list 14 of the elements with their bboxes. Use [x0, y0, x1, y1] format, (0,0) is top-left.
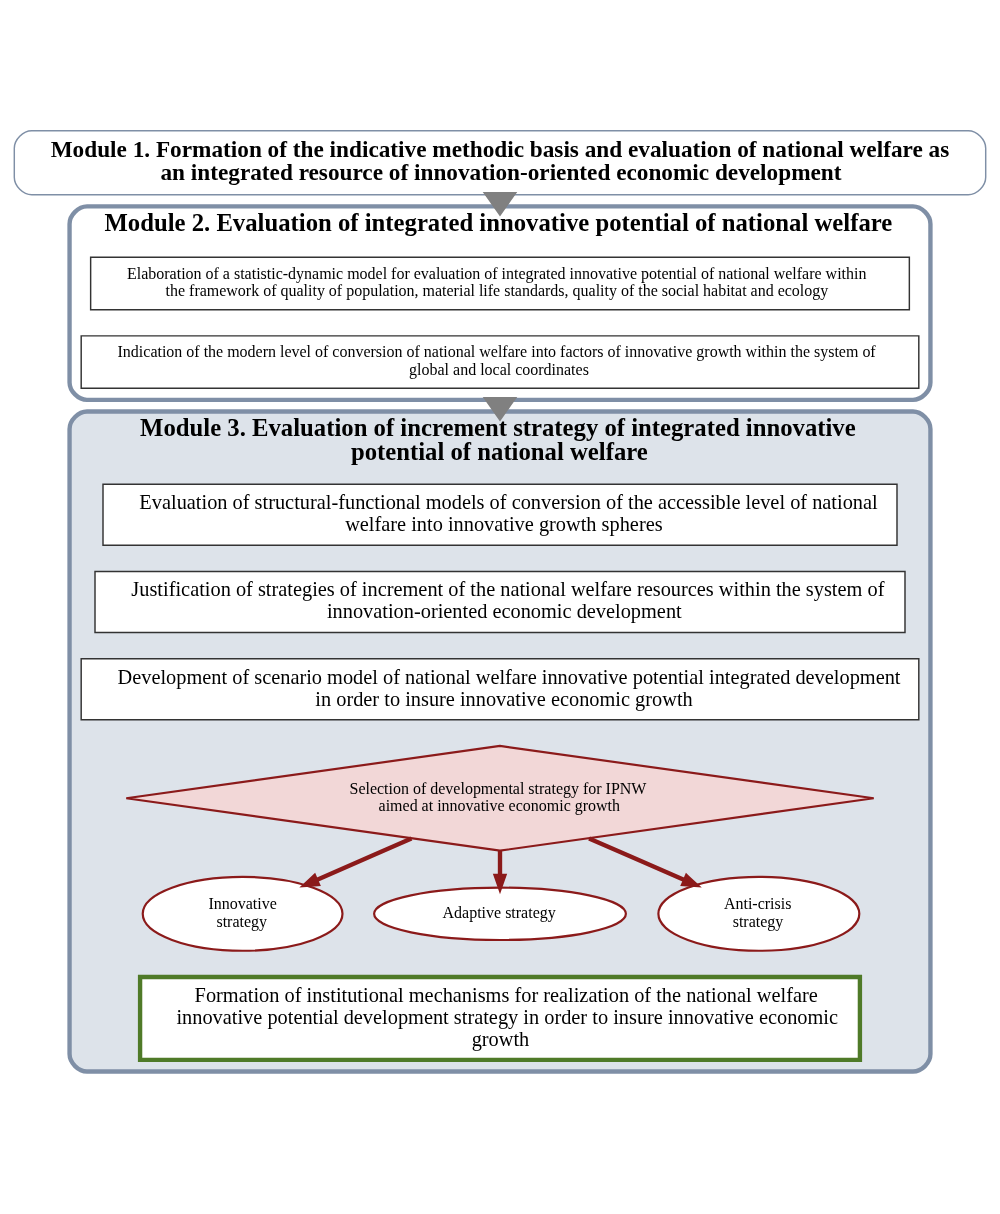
node-box: Indication of the modern level of conversion of national welfare into factors of innovative growth within the system of global and local coordinates	[80, 335, 920, 389]
node-box: Justification of strategies of increment of the national welfare resources within the system of innovation-oriented economic development	[94, 570, 906, 634]
node-box: Development of scenario model of national welfare innovative potential integrated development in order to insure innovative economic growth	[80, 657, 920, 721]
arrow	[492, 850, 508, 895]
node-ellipse: Anti-crisis strategy	[657, 875, 861, 952]
node-box: Elaboration of a statistic-dynamic model for evaluation of integrated innovative potential of national welfare within the framework of quality of population, material life standards, quality of the social habitat and ecology	[89, 256, 911, 311]
arrow	[482, 191, 518, 217]
node-diamond: Selection of developmental strategy for IPNW aimed at innovative economic growth	[125, 744, 875, 852]
arrow	[299, 836, 413, 888]
node-box: Evaluation of structural-functional models of conversion of the accessible level of national welfare into innovative growth spheres	[102, 483, 898, 546]
node-ellipse: Innovative strategy	[141, 875, 344, 952]
node-ellipse: Adaptive strategy	[373, 886, 627, 942]
arrow	[588, 836, 702, 888]
node-box: Formation of institutional mechanisms for realization of the national welfare innovative potential development strategy in order to insure innovative economic growth	[137, 974, 863, 1063]
